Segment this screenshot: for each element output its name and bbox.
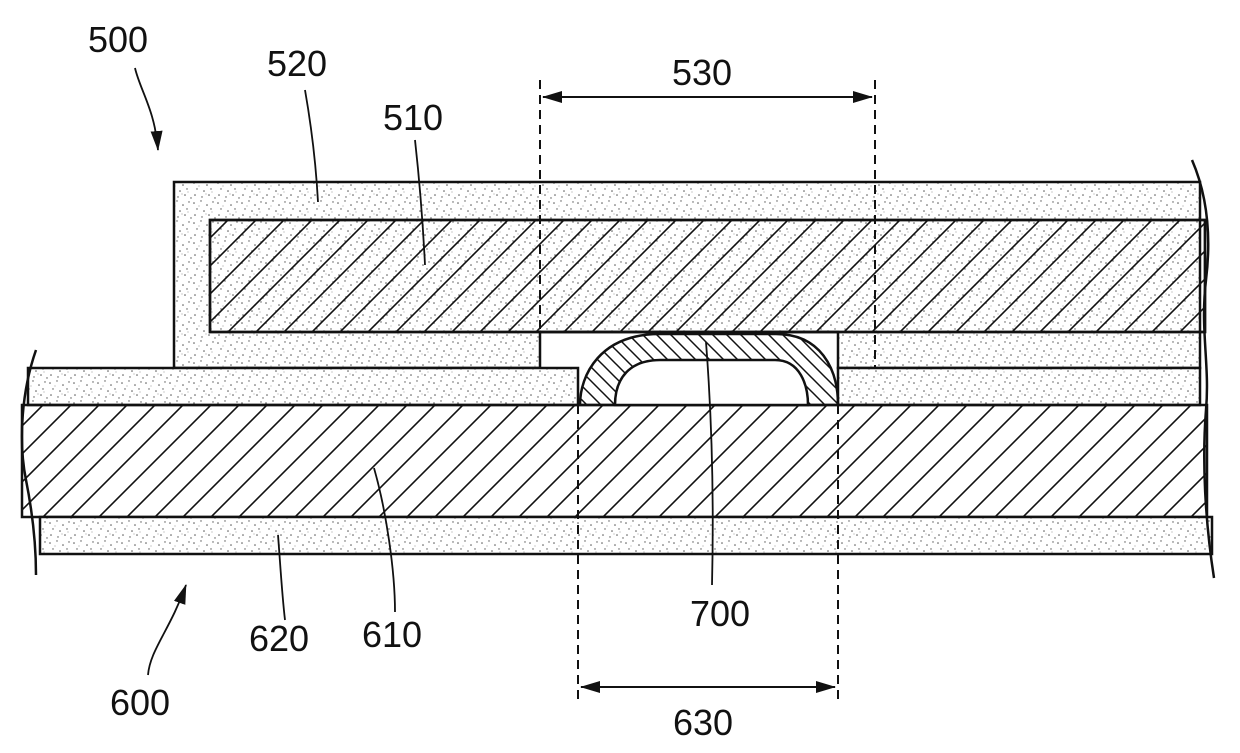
core-510 <box>210 220 1205 332</box>
label-600: 600 <box>110 682 170 723</box>
coating-620 <box>40 517 1212 554</box>
label-510: 510 <box>383 97 443 138</box>
label-700: 700 <box>690 593 750 634</box>
label-530: 530 <box>672 52 732 93</box>
label-630: 630 <box>673 702 733 743</box>
core-610 <box>22 405 1207 517</box>
label-620: 620 <box>249 618 309 659</box>
label-500: 500 <box>88 19 148 60</box>
label-520: 520 <box>267 43 327 84</box>
label-610: 610 <box>362 614 422 655</box>
